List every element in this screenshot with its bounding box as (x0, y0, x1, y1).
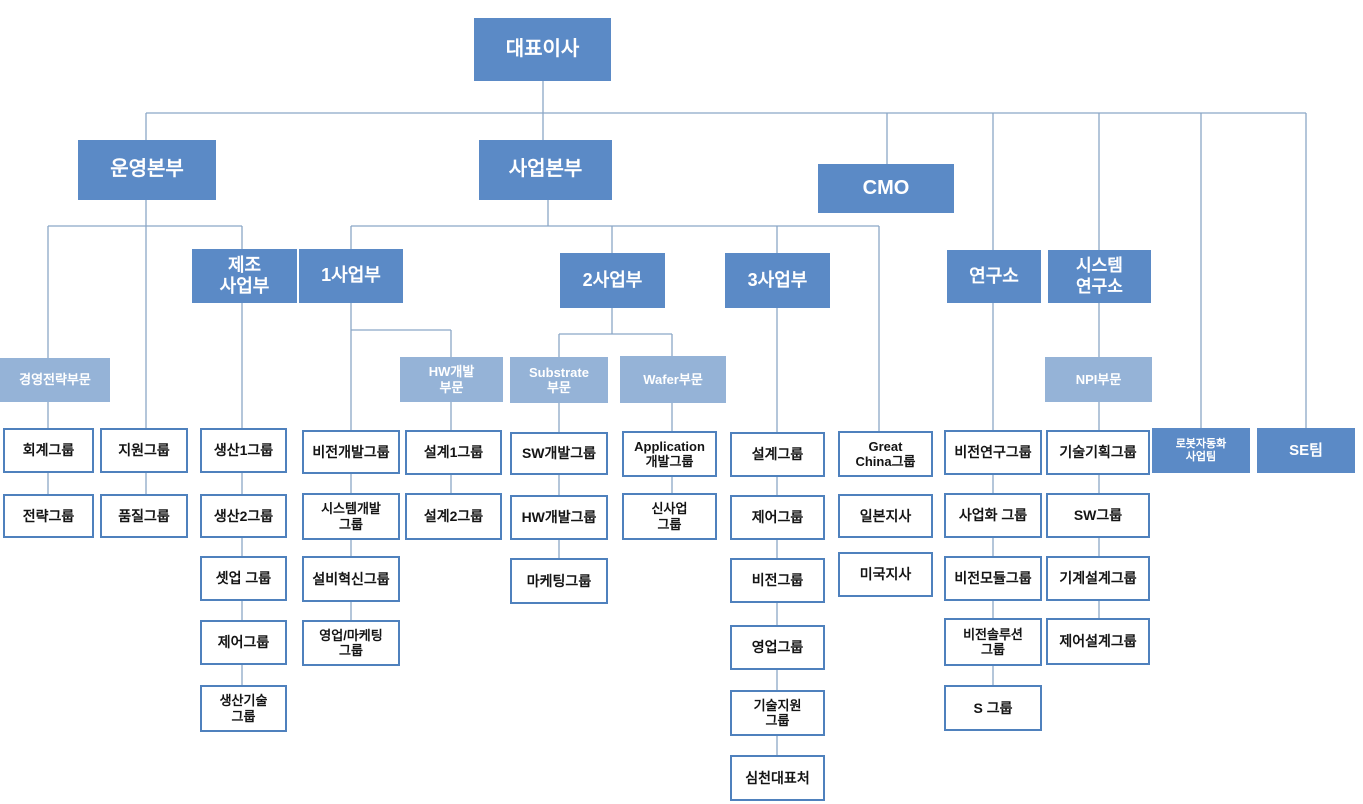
node-new-business-group: 신사업 그룹 (622, 493, 717, 540)
node-ceo: 대표이사 (474, 18, 611, 81)
node-mechanical-design-group: 기계설계그룹 (1046, 556, 1150, 601)
node-production2-group: 생산2그룹 (200, 494, 287, 538)
node-sales-group: 영업그룹 (730, 625, 825, 670)
node-shenzhen-office: 심천대표처 (730, 755, 825, 801)
node-s-group: S 그룹 (944, 685, 1042, 731)
node-production1-group: 생산1그룹 (200, 428, 287, 473)
node-vision-solution-group: 비전솔루션 그룹 (944, 618, 1042, 666)
node-japan-branch: 일본지사 (838, 494, 933, 538)
node-support-group: 지원그룹 (100, 428, 188, 473)
node-marketing-group: 마케팅그룹 (510, 558, 608, 604)
node-robot-automation-team: 로봇자동화 사업팀 (1152, 428, 1250, 473)
node-great-china-group: Great China그룹 (838, 431, 933, 477)
node-manufacturing-division: 제조 사업부 (192, 249, 297, 303)
node-division2: 2사업부 (560, 253, 665, 308)
node-equipment-innovation-group: 설비혁신그룹 (302, 556, 400, 602)
node-usa-branch: 미국지사 (838, 552, 933, 597)
node-se-team: SE팀 (1257, 428, 1355, 473)
node-division3: 3사업부 (725, 253, 830, 308)
node-hw-dev-sector: HW개발 부문 (400, 357, 503, 402)
node-vision-module-group: 비전모듈그룹 (944, 556, 1042, 601)
node-strategy-group: 전략그룹 (3, 494, 94, 538)
node-division1: 1사업부 (299, 249, 403, 303)
node-sw-group: SW그룹 (1046, 493, 1150, 538)
node-vision-group: 비전그룹 (730, 558, 825, 603)
node-system-lab: 시스템 연구소 (1048, 250, 1151, 303)
node-control-group-mfg: 제어그룹 (200, 620, 287, 665)
node-vision-research-group: 비전연구그룹 (944, 430, 1042, 475)
node-control-group-div3: 제어그룹 (730, 495, 825, 540)
node-tech-support-group: 기술지원 그룹 (730, 690, 825, 736)
node-setup-group: 셋업 그룹 (200, 556, 287, 601)
node-quality-group: 품질그룹 (100, 494, 188, 538)
node-wafer-sector: Wafer부문 (620, 356, 726, 403)
node-accounting-group: 회계그룹 (3, 428, 94, 473)
node-sw-dev-group: SW개발그룹 (510, 432, 608, 475)
node-cmo: CMO (818, 164, 954, 213)
node-mgmt-strategy-sector: 경영전략부문 (0, 358, 110, 402)
node-system-dev-group: 시스템개발 그룹 (302, 493, 400, 540)
node-operations-hq: 운영본부 (78, 140, 216, 200)
node-design2-group: 설계2그룹 (405, 493, 502, 540)
node-research-lab: 연구소 (947, 250, 1041, 303)
node-application-dev-group: Application 개발그룹 (622, 431, 717, 477)
node-design-group: 설계그룹 (730, 432, 825, 477)
node-tech-planning-group: 기술기획그룹 (1046, 430, 1150, 475)
node-hw-dev-group: HW개발그룹 (510, 495, 608, 540)
node-production-tech-group: 생산기술 그룹 (200, 685, 287, 732)
node-business-hq: 사업본부 (479, 140, 612, 200)
node-commercialization-group: 사업화 그룹 (944, 493, 1042, 538)
node-control-design-group: 제어설계그룹 (1046, 618, 1150, 665)
node-vision-dev-group: 비전개발그룹 (302, 430, 400, 474)
node-substrate-sector: Substrate 부문 (510, 357, 608, 403)
node-design1-group: 설계1그룹 (405, 430, 502, 475)
node-npi-sector: NPI부문 (1045, 357, 1152, 402)
node-sales-marketing-group: 영업/마케팅 그룹 (302, 620, 400, 666)
